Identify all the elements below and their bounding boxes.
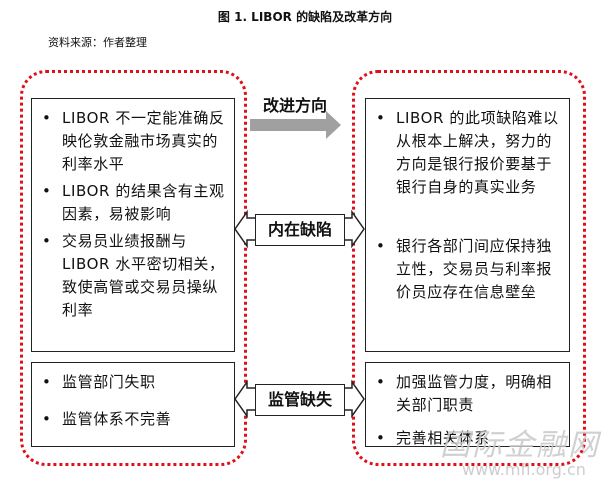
list-item: •加强监管力度，明确相关部门职责: [376, 373, 553, 414]
bullet-icon: •: [376, 429, 386, 447]
improvement-direction-label: 改进方向: [262, 96, 327, 115]
left-inherent-list: •LIBOR 不一定能准确反映伦敦金融市场真实的利率水平 •LIBOR 的结果含…: [38, 107, 226, 322]
list-item: •LIBOR 的结果含有主观因素，易被影响: [42, 182, 225, 223]
watermark-logo: 国际金融网: [440, 428, 600, 463]
right-inherent-list: •LIBOR 的此项缺陷难以从根本上解决，努力的方向是银行报价要基于银行自身的真…: [372, 107, 561, 304]
list-item: •LIBOR 不一定能准确反映伦敦金融市场真实的利率水平: [42, 109, 225, 173]
right-regulatory-list: •加强监管力度，明确相关部门职责 •完善相关体系: [372, 371, 561, 450]
watermark-url: www.mfi.org.cn: [462, 460, 586, 479]
inherent-defects-label: 内在缺陷: [255, 214, 345, 246]
bullet-icon: •: [376, 109, 386, 127]
left-group-frame: [20, 70, 247, 466]
bullet-icon: •: [42, 182, 52, 200]
left-regulatory-list: •监管部门失职 •监管体系不完善: [38, 371, 226, 431]
left-regulatory-box: •监管部门失职 •监管体系不完善: [31, 362, 235, 447]
right-inherent-box: •LIBOR 的此项缺陷难以从根本上解决，努力的方向是银行报价要基于银行自身的真…: [365, 98, 570, 352]
bullet-icon: •: [42, 232, 52, 250]
bullet-icon: •: [42, 373, 52, 391]
bullet-icon: •: [376, 373, 386, 391]
list-item: •LIBOR 的此项缺陷难以从根本上解决，努力的方向是银行报价要基于银行自身的真…: [376, 109, 559, 196]
bullet-icon: •: [376, 237, 386, 255]
list-item: •监管部门失职: [38, 371, 226, 394]
bullet-icon: •: [42, 109, 52, 127]
list-item: •监管体系不完善: [38, 408, 226, 431]
bullet-icon: •: [42, 410, 52, 428]
improvement-arrow-icon: [250, 111, 341, 139]
regulatory-gap-label: 监管缺失: [255, 384, 345, 416]
right-group-frame: [352, 70, 586, 466]
right-regulatory-box: •加强监管力度，明确相关部门职责 •完善相关体系: [365, 362, 570, 447]
list-item: •银行各部门间应保持独立性，交易员与利率报价员应存在信息壁垒: [376, 237, 553, 301]
figure-title: 图 1. LIBOR 的缺陷及改革方向: [217, 10, 393, 24]
left-inherent-box: •LIBOR 不一定能准确反映伦敦金融市场真实的利率水平 •LIBOR 的结果含…: [31, 98, 235, 352]
source-note: 资料来源：作者整理: [48, 36, 147, 49]
list-item: •交易员业绩报酬与 LIBOR 水平密切相关，致使高管或交易员操纵利率: [42, 232, 225, 319]
list-item: •完善相关体系: [372, 427, 561, 450]
